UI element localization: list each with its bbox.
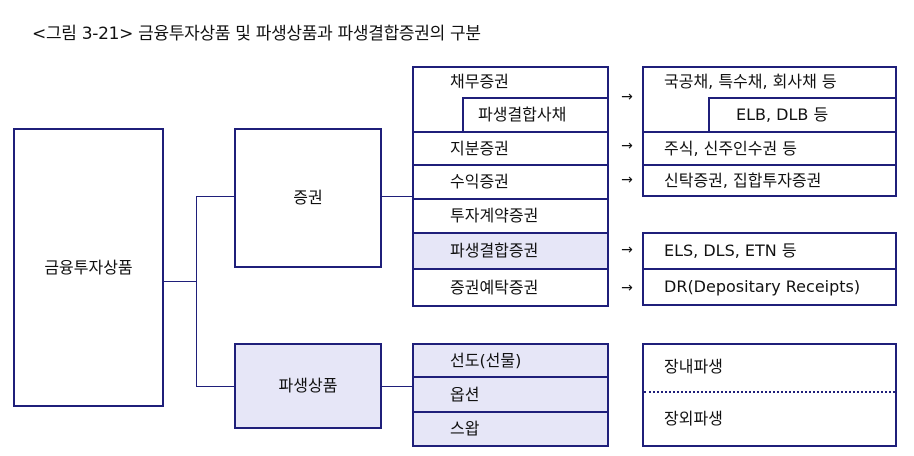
examples-sub-box-top-border xyxy=(708,97,897,99)
securities-item-beneficiary: 수익증권 xyxy=(450,172,509,191)
connector-derivatives-list xyxy=(382,386,412,387)
market-exchange: 장내파생 xyxy=(664,357,723,376)
arrow-icon: → xyxy=(621,89,633,105)
securities-item-investment-contract: 투자계약증권 xyxy=(450,206,539,225)
derivatives-item-option: 옵션 xyxy=(450,384,480,404)
securities-item-depositary: 증권예탁증권 xyxy=(450,277,539,297)
markets-dotted-divider xyxy=(644,391,895,393)
securities-label: 증권 xyxy=(293,188,323,207)
root-label: 금융투자상품 xyxy=(44,257,133,277)
markets-box xyxy=(642,343,897,447)
connector-to-derivatives xyxy=(196,386,234,387)
arrow-icon: → xyxy=(621,280,633,296)
examples-sub-box-left-border xyxy=(708,97,710,131)
example-derivative-linked: ELS, DLS, ETN 등 xyxy=(664,241,797,260)
arrow-icon: → xyxy=(621,138,633,154)
root-box xyxy=(13,128,164,407)
example-derivative-linked-bond: ELB, DLB 등 xyxy=(736,105,829,124)
figure-title: <그림 3-21> 금융투자상품 및 파생상품과 파생결합증권의 구분 xyxy=(32,24,481,44)
securities-row-divider xyxy=(412,232,609,234)
securities-box xyxy=(234,128,382,268)
examples-row-divider xyxy=(642,268,897,270)
securities-row-divider xyxy=(412,268,609,270)
arrow-icon: → xyxy=(621,172,633,188)
example-equity: 주식, 신주인수권 등 xyxy=(664,138,798,158)
market-otc: 장외파생 xyxy=(664,409,723,428)
securities-item-debt: 채무증권 xyxy=(450,72,509,91)
derivatives-row-divider xyxy=(412,376,609,378)
sub-box-left-border xyxy=(462,97,464,131)
securities-row-divider xyxy=(412,131,609,133)
securities-item-derivative-linked: 파생결합증권 xyxy=(450,241,539,260)
examples-row-divider xyxy=(642,164,897,166)
example-depositary: DR(Depositary Receipts) xyxy=(664,277,861,296)
example-beneficiary: 신탁증권, 집합투자증권 xyxy=(664,171,822,190)
derivatives-label: 파생상품 xyxy=(278,376,338,395)
securities-list xyxy=(412,66,609,307)
derivatives-item-swap: 스왑 xyxy=(450,419,480,438)
derivatives-item-forward: 선도(선물) xyxy=(450,350,522,370)
connector-to-securities xyxy=(196,196,234,197)
securities-list-row-derivative-linked-bg xyxy=(412,232,609,268)
derivatives-list xyxy=(412,343,609,447)
sub-box-top-border xyxy=(462,97,609,99)
connector-root-out xyxy=(164,281,196,282)
securities-item-equity: 지분증권 xyxy=(450,138,509,158)
securities-row-divider xyxy=(412,164,609,166)
connector-securities-list xyxy=(382,196,412,197)
securities-item-derivative-linked-bond: 파생결합사채 xyxy=(478,105,567,124)
examples-row-divider xyxy=(642,131,897,133)
securities-row-divider xyxy=(412,198,609,200)
derivatives-row-divider xyxy=(412,411,609,413)
connector-level1-trunk xyxy=(196,196,197,386)
arrow-icon: → xyxy=(621,242,633,258)
example-debt: 국공채, 특수채, 회사채 등 xyxy=(664,72,837,91)
derivatives-box xyxy=(234,343,382,429)
